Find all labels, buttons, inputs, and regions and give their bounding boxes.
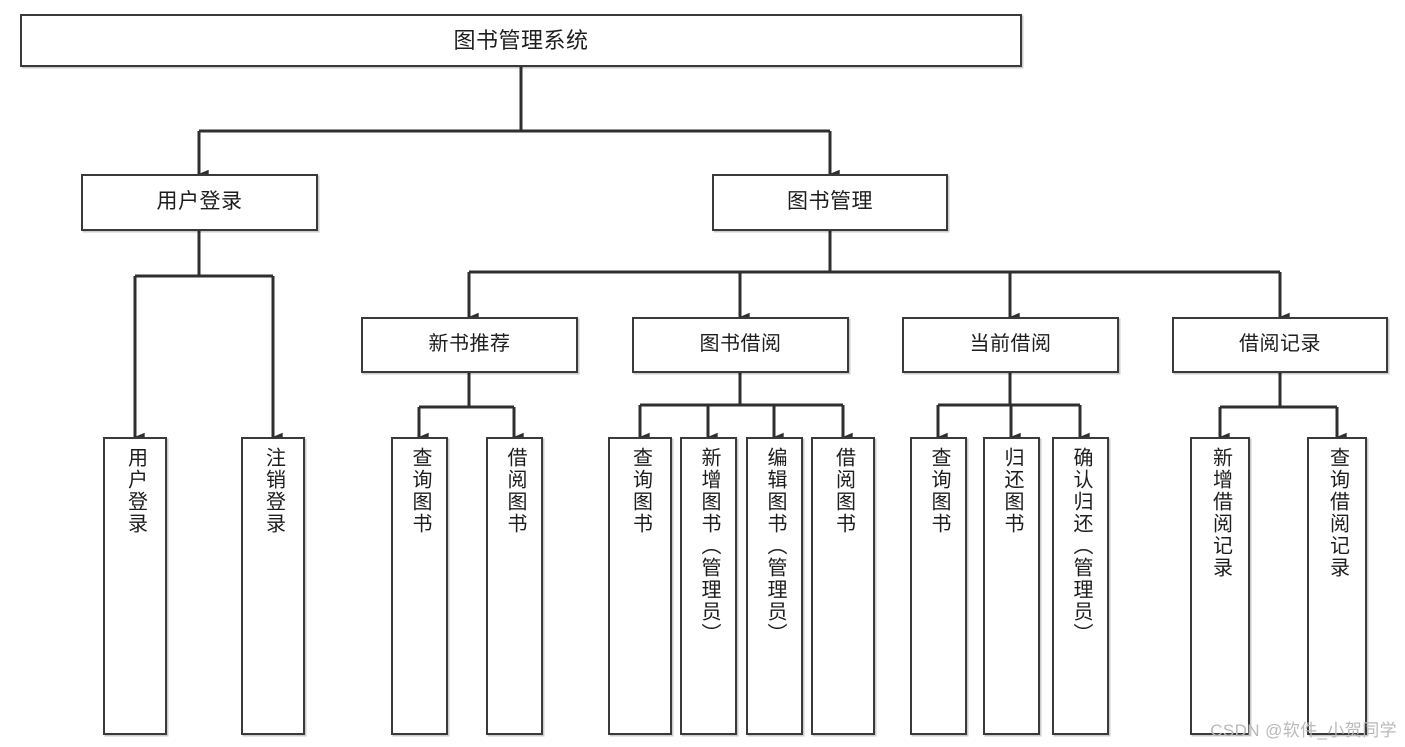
node-label-leaf-query-borrow-record: 查询借阅记录 — [1326, 447, 1349, 579]
node-label-leaf-add-borrow-record: 新增借阅记录 — [1209, 447, 1232, 579]
node-label-book-borrow: 图书借阅 — [699, 333, 782, 356]
node-label-root: 图书管理系统 — [453, 27, 589, 53]
leaf-node-leaf-return-book[interactable]: 归还图书 — [983, 437, 1040, 735]
level2-node-borrow-record[interactable]: 借阅记录 — [1172, 317, 1388, 373]
node-label-leaf-logout-login: 注销登录 — [262, 447, 285, 535]
node-label-book-management: 图书管理 — [787, 190, 873, 214]
leaf-node-leaf-confirm-return-admin[interactable]: 确认归还（管理员） — [1052, 437, 1109, 735]
level2-node-book-borrow[interactable]: 图书借阅 — [632, 317, 849, 373]
node-label-leaf-query-book-cur: 查询图书 — [928, 447, 950, 535]
connector-lines — [133, 67, 1347, 442]
leaf-node-leaf-user-login[interactable]: 用户登录 — [103, 437, 167, 735]
leaf-node-leaf-borrow-book[interactable]: 借阅图书 — [811, 437, 875, 735]
node-label-user-login: 用户登录 — [156, 190, 243, 214]
leaf-node-leaf-logout-login[interactable]: 注销登录 — [241, 437, 305, 735]
leaf-node-leaf-borrow-book-rec[interactable]: 借阅图书 — [486, 437, 543, 735]
node-label-leaf-confirm-return-admin: 确认归还（管理员） — [1070, 447, 1092, 645]
node-label-new-book-recommend: 新书推荐 — [428, 333, 511, 356]
level1-node-book-management[interactable]: 图书管理 — [712, 174, 948, 231]
leaf-node-leaf-add-book-admin[interactable]: 新增图书（管理员） — [680, 437, 737, 735]
level1-node-user-login[interactable]: 用户登录 — [81, 174, 318, 231]
node-label-leaf-query-book-borrow: 查询图书 — [629, 447, 652, 535]
node-label-leaf-borrow-book-rec: 借阅图书 — [504, 447, 526, 535]
leaf-node-leaf-edit-book-admin[interactable]: 编辑图书（管理员） — [746, 437, 803, 735]
leaf-node-leaf-query-book-cur[interactable]: 查询图书 — [910, 437, 967, 735]
node-label-current-borrow: 当前借阅 — [969, 333, 1052, 356]
node-label-leaf-user-login: 用户登录 — [124, 447, 147, 535]
leaf-node-leaf-query-book-borrow[interactable]: 查询图书 — [608, 437, 672, 735]
node-label-leaf-edit-book-admin: 编辑图书（管理员） — [764, 447, 786, 645]
leaf-node-leaf-query-borrow-record[interactable]: 查询借阅记录 — [1307, 437, 1367, 735]
level2-node-new-book-recommend[interactable]: 新书推荐 — [361, 317, 578, 373]
leaf-node-leaf-add-borrow-record[interactable]: 新增借阅记录 — [1190, 437, 1250, 735]
root-node-root[interactable]: 图书管理系统 — [20, 14, 1022, 67]
node-label-leaf-add-book-admin: 新增图书（管理员） — [698, 447, 720, 645]
node-label-leaf-return-book: 归还图书 — [1001, 447, 1023, 535]
leaf-node-leaf-query-book-rec[interactable]: 查询图书 — [391, 437, 448, 735]
watermark-text: CSDN @软件_小贺同学 — [1210, 721, 1397, 740]
node-label-leaf-borrow-book: 借阅图书 — [832, 447, 855, 535]
node-label-leaf-query-book-rec: 查询图书 — [409, 447, 431, 535]
node-label-borrow-record: 借阅记录 — [1239, 333, 1321, 356]
level2-node-current-borrow[interactable]: 当前借阅 — [902, 317, 1119, 373]
